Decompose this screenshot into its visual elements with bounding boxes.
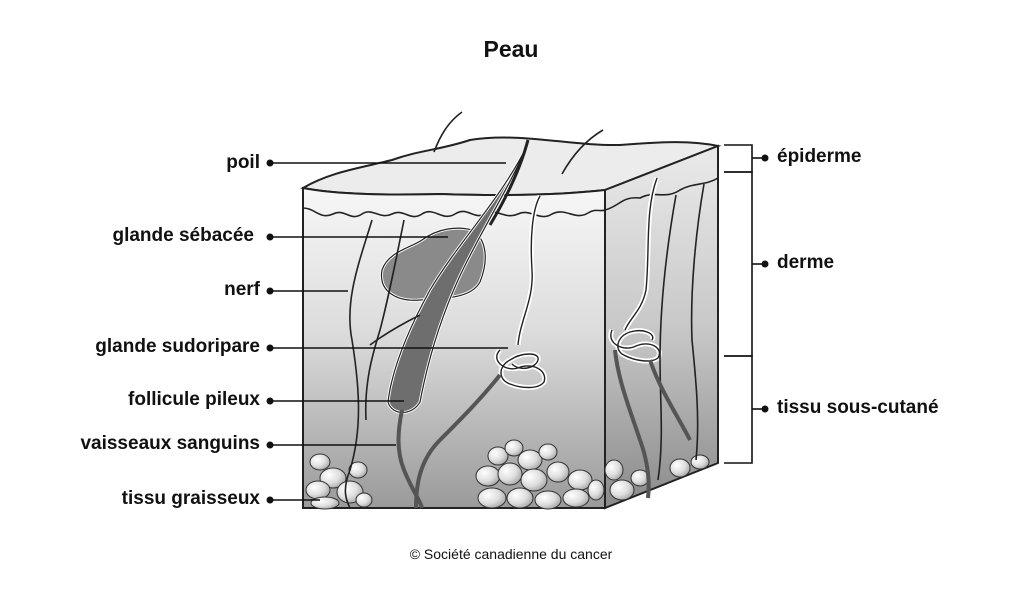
leader-lines	[270, 162, 508, 501]
hair-shaft	[488, 139, 530, 226]
nerve	[344, 183, 705, 509]
sweat-gland	[494, 177, 662, 390]
label-derme: derme	[777, 252, 835, 273]
diagram-title: Peau	[483, 36, 539, 62]
fat-cells	[305, 439, 710, 510]
label-tissu-graisseux: tissu graisseux	[121, 488, 260, 509]
label-tissu-sous-cutane: tissu sous-cutané	[777, 397, 939, 418]
label-glande-sudoripare: glande sudoripare	[95, 336, 260, 357]
label-vaisseaux-sanguins: vaisseaux sanguins	[80, 433, 260, 454]
label-nerf: nerf	[224, 279, 260, 300]
label-follicule-pileux: follicule pileux	[128, 389, 260, 410]
blood-vessels	[396, 349, 692, 509]
copyright-notice: © Société canadienne du cancer	[409, 546, 613, 562]
layer-brackets	[724, 144, 764, 464]
epidermis-boundary	[302, 207, 606, 218]
label-glande-sebacee: glande sébacée	[112, 225, 254, 246]
label-poil: poil	[226, 152, 260, 173]
label-epiderme: épiderme	[777, 146, 862, 167]
